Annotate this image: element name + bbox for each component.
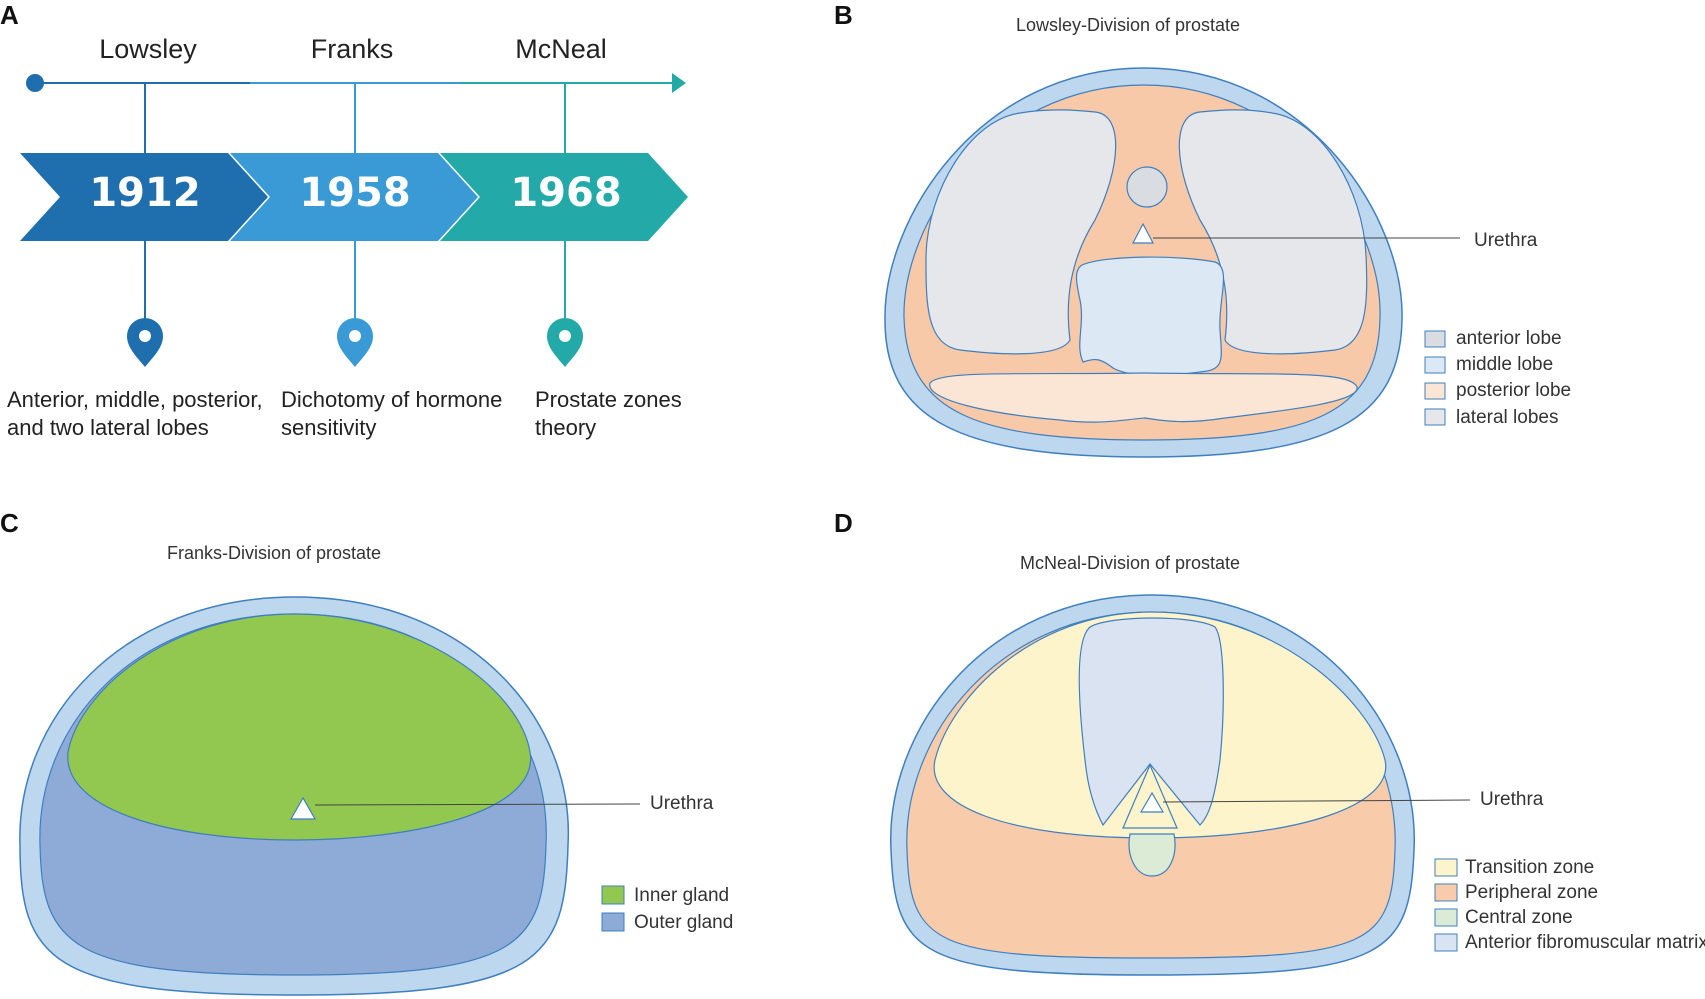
- lateral-lobe-left: [925, 109, 1117, 355]
- desc-1958-line2: sensitivity: [281, 415, 376, 440]
- legend-swatch: [1424, 408, 1446, 426]
- urethra-triangle: [1139, 791, 1165, 813]
- legend-label: lateral lobes: [1456, 407, 1558, 428]
- desc-1958-line1: Dichotomy of hormone: [281, 387, 502, 412]
- chevron-1958: [230, 153, 478, 241]
- lateral-lobe-right: [1178, 109, 1368, 355]
- anterior-fibromuscular-matrix: [1078, 617, 1224, 827]
- legend-c: Inner gland Outer gland: [601, 885, 733, 933]
- panel-d-title: McNeal-Division of prostate: [1020, 553, 1240, 573]
- year-1968: 1968: [510, 170, 621, 216]
- panel-c-letter: C: [0, 508, 19, 538]
- legend-swatch: [601, 912, 625, 932]
- desc-1912-line1: Anterior, middle, posterior,: [7, 387, 263, 412]
- legend-swatch: [1434, 933, 1458, 952]
- legend-swatch: [601, 885, 625, 905]
- legend-swatch: [1424, 330, 1446, 348]
- legend-swatch: [1434, 883, 1458, 902]
- posterior-lobe: [929, 372, 1358, 423]
- panel-c: C Franks-Division of prostate Urethra In…: [0, 508, 733, 996]
- year-1958: 1958: [299, 170, 410, 216]
- legend-label: anterior lobe: [1456, 328, 1562, 349]
- map-pin-icon: [547, 318, 583, 367]
- anterior-lobe: [1126, 166, 1168, 208]
- map-pin-icon: [127, 318, 163, 367]
- legend-swatch: [1424, 356, 1446, 374]
- legend-swatch: [1434, 908, 1458, 927]
- desc-1968-line2: theory: [535, 415, 596, 440]
- legend-label: Central zone: [1465, 907, 1573, 928]
- legend-label: Transition zone: [1465, 857, 1594, 878]
- timeline-name-franks: Franks: [311, 34, 394, 64]
- legend-label: Anterior fibromuscular matrix: [1465, 932, 1705, 953]
- chevron-1968: [440, 153, 688, 241]
- panel-a: A Lowsley Franks McNeal 1912 1958 1968: [0, 0, 688, 440]
- legend-swatch: [1434, 858, 1458, 877]
- year-1912: 1912: [89, 170, 200, 216]
- urethra-label-c: Urethra: [650, 793, 714, 814]
- map-pin-icon: [337, 318, 373, 367]
- inner-gland: [67, 613, 532, 841]
- panel-d: D McNeal-Division of prostate Urethra Tr…: [834, 508, 1705, 976]
- panel-c-title: Franks-Division of prostate: [167, 543, 381, 563]
- legend-label: posterior lobe: [1456, 380, 1571, 401]
- central-zone: [1128, 833, 1176, 877]
- panel-b: B Lowsley-Division of prostate Urethra a…: [834, 0, 1571, 458]
- urethra-triangle: [289, 796, 317, 820]
- panel-d-letter: D: [834, 508, 853, 538]
- panel-b-letter: B: [834, 0, 853, 30]
- panel-a-letter: A: [0, 0, 19, 30]
- desc-1968-line1: Prostate zones: [535, 387, 682, 412]
- urethra-triangle: [1132, 222, 1154, 244]
- panel-b-title: Lowsley-Division of prostate: [1016, 15, 1240, 35]
- legend-d: Transition zone Peripheral zone Central …: [1434, 857, 1705, 953]
- legend-b: anterior lobe middle lobe posterior lobe…: [1424, 328, 1571, 428]
- timeline-name-mcneal: McNeal: [515, 34, 607, 64]
- legend-label: middle lobe: [1456, 354, 1553, 375]
- urethra-pointer: [314, 803, 641, 806]
- legend-label: Outer gland: [634, 912, 733, 933]
- urethra-pointer: [1162, 799, 1471, 803]
- legend-swatch: [1424, 382, 1446, 400]
- chevron-1912: [20, 153, 268, 241]
- legend-label: Peripheral zone: [1465, 882, 1598, 903]
- middle-lobe: [1075, 256, 1225, 376]
- desc-1912-line2: and two lateral lobes: [7, 415, 209, 440]
- urethra-label-b: Urethra: [1474, 230, 1538, 251]
- timeline-name-lowsley: Lowsley: [99, 34, 197, 64]
- urethra-label-d: Urethra: [1480, 789, 1544, 810]
- legend-label: Inner gland: [634, 885, 729, 906]
